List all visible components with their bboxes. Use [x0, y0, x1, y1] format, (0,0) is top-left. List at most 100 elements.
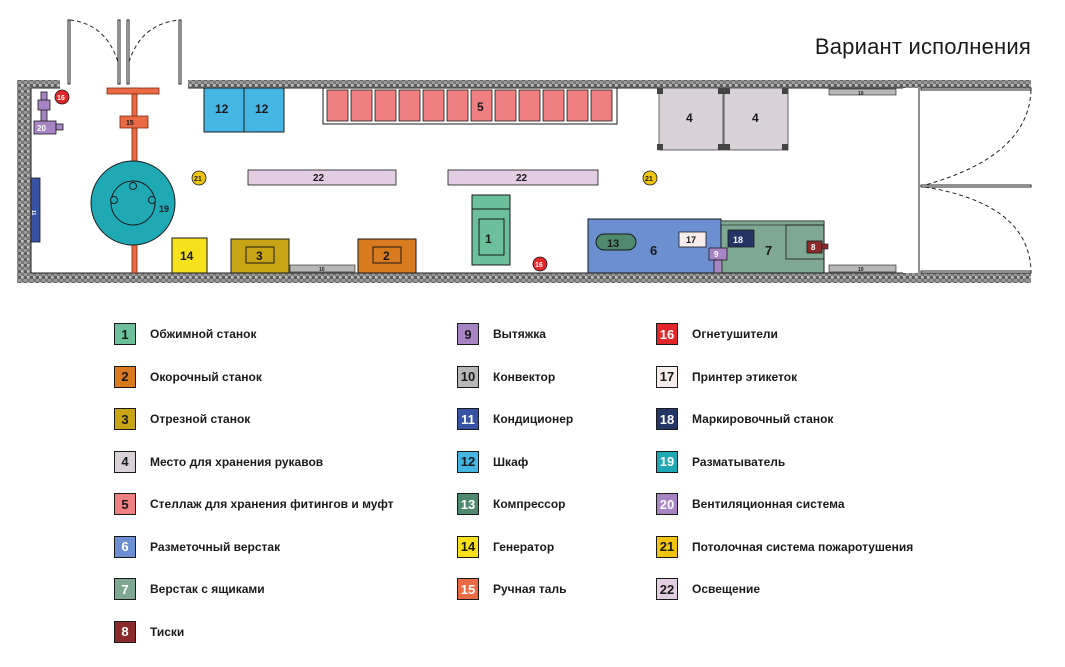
marker-12a: 12	[215, 102, 229, 116]
legend-item: 14 Генератор	[457, 535, 573, 559]
skiving-machine: 2	[357, 238, 417, 274]
marking-bench: 13 6 17	[587, 218, 722, 274]
fittings-rack: 5	[322, 87, 618, 125]
legend-swatch: 20	[656, 493, 678, 515]
legend-label: Место для хранения рукавов	[150, 454, 324, 469]
legend-swatch: 19	[656, 450, 678, 473]
marker-2: 2	[383, 249, 390, 263]
legend-swatch: 1	[114, 323, 136, 345]
marker-13: 13	[607, 238, 619, 250]
ventilation: 20	[33, 91, 64, 135]
legend-swatch: 7	[114, 578, 136, 600]
door-right	[918, 87, 1032, 274]
marker-1: 1	[485, 232, 492, 246]
legend-label: Обжимной станок	[150, 327, 257, 341]
legend-item: 4 Место для хранения рукавов	[114, 450, 394, 474]
door-top-left	[67, 19, 182, 85]
air-conditioner: 11	[30, 177, 41, 243]
legend-label: Вентиляционная система	[692, 497, 845, 511]
cabinets: 12 12	[203, 87, 285, 133]
legend-swatch: 11	[457, 408, 479, 430]
legend-item: 22 Освещение	[656, 577, 913, 601]
convectors: 10 10 10	[289, 88, 897, 273]
legend-label: Генератор	[493, 539, 555, 554]
page-title: Вариант исполнения	[814, 34, 1031, 59]
legend-label: Конвектор	[493, 369, 556, 384]
legend-label: Разметочный верстак	[150, 539, 281, 554]
legend-swatch: 14	[457, 535, 479, 558]
legend-label: Отрезной станок	[150, 412, 251, 426]
generator: 14	[171, 237, 208, 274]
hose-storage: 4 4	[657, 87, 789, 151]
legend-item: 10 Конвектор	[457, 365, 573, 389]
cutting-machine: 3	[230, 238, 290, 274]
legend-item: 21 Потолочная система пожаротушения	[656, 535, 913, 559]
legend-label: Компрессор	[493, 497, 566, 511]
legend-label: Окорочный станок	[150, 369, 262, 384]
marker-10c: 10	[858, 267, 864, 273]
legend-item: 12 Шкаф	[457, 450, 573, 474]
marker-17: 17	[686, 235, 696, 245]
legend-label: Верстак с ящиками	[150, 582, 265, 596]
marker-19: 19	[159, 204, 169, 214]
marker-4b: 4	[752, 111, 759, 125]
legend-swatch: 4	[114, 450, 136, 473]
legend-swatch: 16	[656, 323, 678, 345]
marker-22a: 22	[313, 173, 325, 184]
marker-15: 15	[126, 120, 134, 127]
legend-swatch: 17	[656, 365, 678, 388]
legend-item: 7 Верстак с ящиками	[114, 577, 394, 601]
marker-6: 6	[650, 243, 657, 258]
legend-label: Ручная таль	[493, 582, 567, 596]
legend-label: Огнетушители	[692, 327, 778, 341]
marker-3: 3	[256, 249, 263, 263]
legend-swatch: 13	[457, 493, 479, 515]
workbench: 7 18 8	[720, 220, 829, 274]
marker-9: 9	[714, 250, 719, 259]
legend-label: Потолочная система пожаротушения	[692, 539, 914, 554]
marker-10a: 10	[858, 91, 864, 97]
legend-label: Разматыватель	[692, 454, 786, 469]
legend-item: 17 Принтер этикеток	[656, 365, 913, 389]
lighting: 22 22	[247, 169, 599, 186]
legend-label: Вытяжка	[493, 327, 546, 341]
marker-22b: 22	[516, 173, 528, 184]
legend-swatch: 22	[656, 578, 678, 600]
legend-swatch: 8	[114, 620, 136, 643]
legend-swatch: 12	[457, 450, 479, 473]
legend-label: Тиски	[150, 624, 185, 639]
legend-swatch: 5	[114, 493, 136, 515]
marker-11: 11	[30, 210, 36, 216]
legend-swatch: 21	[656, 535, 678, 558]
legend-label: Шкаф	[493, 454, 529, 469]
legend-swatch: 10	[457, 365, 479, 388]
marker-4a: 4	[686, 111, 693, 125]
legend-item: 13 Компрессор	[457, 492, 573, 516]
sprinklers: 21 21	[191, 170, 658, 186]
legend-swatch: 9	[457, 323, 479, 345]
marker-5: 5	[477, 100, 484, 114]
marker-14: 14	[180, 249, 194, 263]
extinguisher-1: 16	[54, 89, 70, 105]
legend-item: 16 Огнетушители	[656, 322, 913, 346]
marker-16b: 16	[535, 262, 543, 269]
legend-item: 1 Обжимной станок	[114, 322, 394, 346]
marker-21a: 21	[194, 176, 202, 183]
legend-item: 8 Тиски	[114, 620, 394, 644]
legend-label: Принтер этикеток	[692, 369, 798, 384]
marker-21b: 21	[645, 176, 653, 183]
legend-swatch: 18	[656, 408, 678, 430]
legend-label: Освещение	[692, 582, 760, 596]
extinguisher-2: 16	[532, 256, 548, 272]
crimping-machine: 1	[471, 194, 511, 266]
marker-20: 20	[37, 124, 46, 133]
